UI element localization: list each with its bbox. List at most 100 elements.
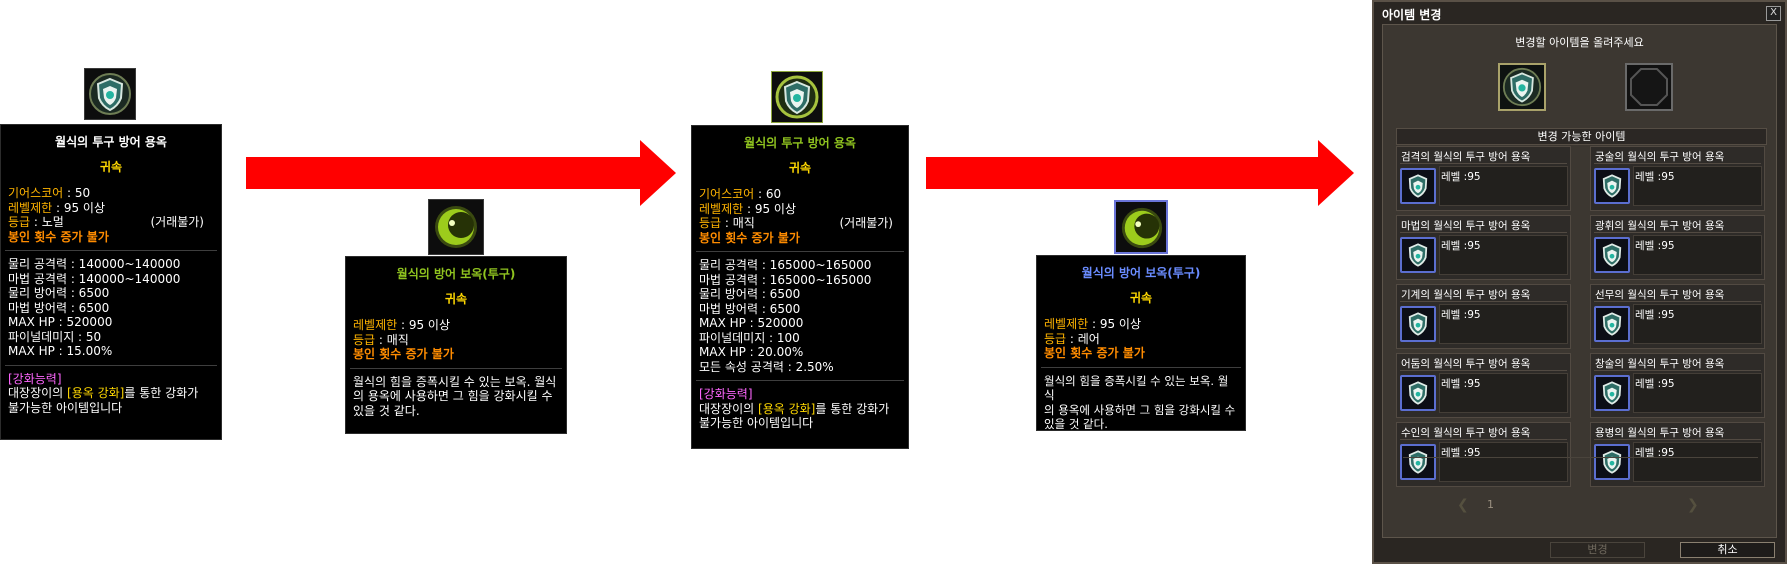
gearscore-row: 기어스코어 : 50	[8, 186, 91, 200]
item-slot[interactable]	[1400, 168, 1436, 204]
grade-row: 등급 : 노멀(거래불가)	[8, 215, 204, 229]
description-line: 있을 것 같다.	[1044, 417, 1108, 431]
close-button[interactable]: X	[1766, 6, 1781, 21]
item-change-dialog: 아이템 변경 X 변경할 아이템을 올려주세요 변경 가능한 아이템 검격의 월…	[1372, 0, 1787, 564]
bind-status: 귀속	[444, 291, 468, 306]
description-line: 의 용옥에 사용하면 그 힘을 강화시킬 수	[353, 389, 553, 403]
item-title: 월식의 투구 방어 용옥	[55, 135, 167, 149]
item-level: 레벨 :95	[1441, 309, 1481, 321]
bind-status: 귀속	[1129, 290, 1153, 305]
item-level: 레벨 :95	[1635, 309, 1675, 321]
enhance-title: [강화능력]	[699, 387, 753, 401]
divider	[1594, 370, 1761, 371]
tooltip-original-jade: 월식의 투구 방어 용옥 귀속 기어스코어 : 50 레벨제한 : 95 이상 …	[0, 124, 222, 440]
item-slot[interactable]	[1400, 444, 1436, 480]
grade-row: 등급 : 레어	[1044, 331, 1100, 346]
stat-line: 마법 공격력 : 165000~165000	[699, 272, 872, 287]
item-slot[interactable]	[1594, 306, 1630, 342]
list-item[interactable]: 용병의 월식의 투구 방어 용옥 레벨 :95	[1590, 422, 1765, 487]
item-title: 월식의 투구 방어 용옥	[744, 136, 856, 150]
divider	[350, 367, 562, 369]
item-name: 마법의 월식의 투구 방어 용옥	[1401, 220, 1531, 232]
divider	[1403, 457, 1758, 458]
list-item[interactable]: 기계의 월식의 투구 방어 용옥 레벨 :95	[1396, 284, 1571, 349]
list-item[interactable]: 어둠의 월식의 투구 방어 용옥 레벨 :95	[1396, 353, 1571, 418]
stat-line: 모든 속성 공격력 : 2.50%	[699, 359, 834, 374]
item-slot[interactable]	[1594, 168, 1630, 204]
item-name: 어둠의 월식의 투구 방어 용옥	[1401, 358, 1531, 370]
divider	[5, 250, 217, 251]
item-info-box	[1633, 235, 1762, 275]
grade-row: 등급 : 매직	[353, 332, 409, 347]
item-icon-defense-orb-rare[interactable]	[1114, 200, 1168, 254]
item-icon-defense-orb[interactable]	[428, 199, 484, 255]
shield-jade-icon	[1502, 67, 1542, 107]
item-slot[interactable]	[1594, 375, 1630, 411]
stat-line: 물리 방어력 : 6500	[699, 287, 801, 301]
chevron-right-icon[interactable]: ❯	[1687, 497, 1699, 513]
list-item[interactable]: 선무의 월식의 투구 방어 용옥 레벨 :95	[1590, 284, 1765, 349]
list-item[interactable]: 마법의 월식의 투구 방어 용옥 레벨 :95	[1396, 215, 1571, 280]
item-slot[interactable]	[1594, 237, 1630, 273]
change-button[interactable]: 변경	[1550, 542, 1645, 558]
description-line: 있을 것 같다.	[353, 403, 420, 418]
item-level: 레벨 :95	[1441, 240, 1481, 252]
list-item[interactable]: 수인의 월식의 투구 방어 용옥 레벨 :95	[1396, 422, 1571, 487]
divider	[1594, 301, 1761, 302]
list-item[interactable]: 궁술의 월식의 투구 방어 용옥 레벨 :95	[1590, 146, 1765, 211]
dialog-body: 변경할 아이템을 올려주세요 변경 가능한 아이템 검격의 월식의 투구 방어 …	[1382, 24, 1777, 538]
item-name: 광휘의 월식의 투구 방어 용옥	[1595, 220, 1725, 232]
description-line: 의 용옥에 사용하면 그 힘을 강화시킬 수	[1044, 402, 1236, 417]
shield-jade-icon	[775, 75, 819, 119]
seal-row: 봉인 횟수 증가 불가	[353, 347, 454, 361]
seal-row: 봉인 횟수 증가 불가	[699, 230, 800, 245]
tooltip-orb-rare: 월식의 방어 보옥(투구) 귀속 레벨제한 : 95 이상 등급 : 레어 봉인…	[1036, 255, 1246, 431]
divider	[1594, 163, 1761, 164]
empty-slot-icon	[1630, 68, 1668, 106]
list-item[interactable]: 창술의 월식의 투구 방어 용옥 레벨 :95	[1590, 353, 1765, 418]
cancel-button[interactable]: 취소	[1680, 542, 1775, 558]
item-name: 궁술의 월식의 투구 방어 용옥	[1595, 151, 1725, 163]
seal-row: 봉인 횟수 증가 불가	[1044, 346, 1145, 360]
item-name: 기계의 월식의 투구 방어 용옥	[1401, 289, 1531, 301]
enhance-line-2: 불가능한 아이템입니다	[699, 416, 814, 430]
item-icon-helmet-jade[interactable]	[84, 68, 136, 120]
tooltip-upgraded-jade: 월식의 투구 방어 용옥 귀속 기어스코어 : 60 레벨제한 : 95 이상 …	[691, 125, 909, 449]
item-level: 레벨 :95	[1441, 378, 1481, 390]
source-item-slot[interactable]	[1498, 63, 1546, 111]
enhance-title: [강화능력]	[8, 371, 62, 386]
chevron-left-icon[interactable]: ❮	[1457, 497, 1469, 513]
item-icon-helmet-jade-upgraded[interactable]	[771, 71, 823, 123]
item-level: 레벨 :95	[1635, 171, 1675, 183]
divider	[696, 380, 904, 381]
enhance-line-2: 불가능한 아이템입니다	[8, 400, 123, 415]
item-level: 레벨 :95	[1635, 240, 1675, 252]
enhance-line: 대장장이의 [용옥 강화]를 통한 강화가	[8, 386, 199, 400]
item-slot[interactable]	[1400, 306, 1436, 342]
stat-line: 물리 방어력 : 6500	[8, 286, 110, 300]
item-info-box	[1439, 442, 1568, 482]
instruction-text: 변경할 아이템을 올려주세요	[1515, 36, 1644, 49]
list-item[interactable]: 검격의 월식의 투구 방어 용옥 레벨 :95	[1396, 146, 1571, 211]
item-info-box	[1633, 304, 1762, 344]
level-req-row: 레벨제한 : 95 이상	[8, 200, 106, 215]
crescent-orb-icon	[1121, 207, 1163, 249]
divider	[696, 251, 904, 252]
stat-line: MAX HP : 520000	[699, 316, 804, 330]
item-name: 검격의 월식의 투구 방어 용옥	[1401, 151, 1531, 163]
target-item-slot[interactable]	[1625, 63, 1673, 111]
stat-line: 마법 방어력 : 6500	[699, 301, 801, 316]
crescent-orb-icon	[435, 206, 477, 248]
shield-jade-icon	[1408, 243, 1428, 267]
list-item[interactable]: 광휘의 월식의 투구 방어 용옥 레벨 :95	[1590, 215, 1765, 280]
divider	[1400, 232, 1567, 233]
shield-jade-icon	[1408, 174, 1428, 198]
shield-jade-icon	[1602, 243, 1622, 267]
level-req-row: 레벨제한 : 95 이상	[353, 318, 451, 332]
item-slot[interactable]	[1594, 444, 1630, 480]
bind-status: 귀속	[99, 159, 123, 174]
item-slot[interactable]	[1400, 375, 1436, 411]
item-slot[interactable]	[1400, 237, 1436, 273]
item-info-box	[1633, 166, 1762, 206]
item-name: 용병의 월식의 투구 방어 용옥	[1595, 427, 1725, 439]
